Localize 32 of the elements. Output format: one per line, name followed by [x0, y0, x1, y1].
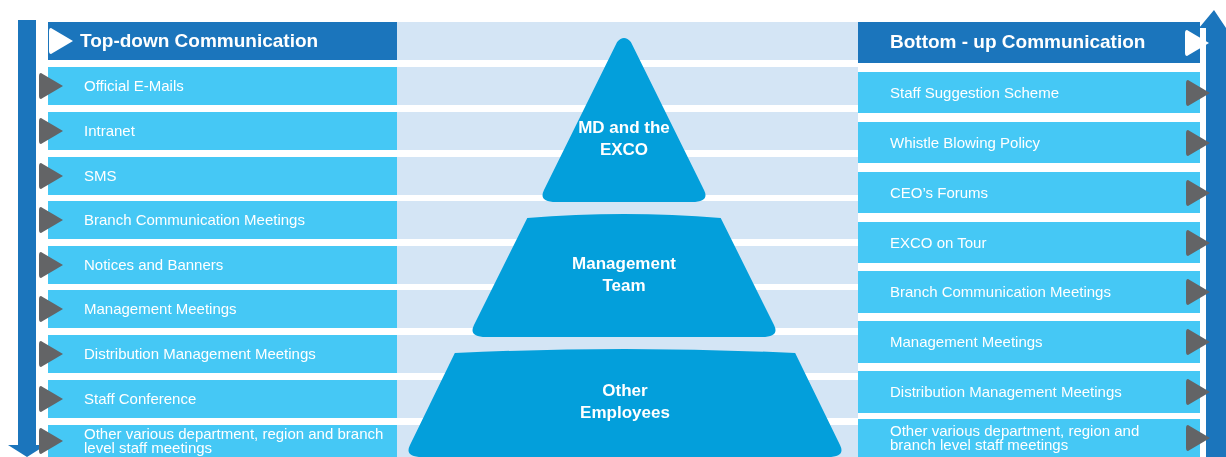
level-label: MD and the EXCO	[577, 117, 671, 161]
channel-label: Staff Suggestion Scheme	[890, 85, 1060, 100]
channel-label: Other various department, region and branch level staff meetings	[890, 424, 1141, 452]
header-band	[48, 22, 397, 60]
column-heading: Top-down Communication	[80, 28, 319, 53]
channel-bar	[858, 222, 1200, 263]
channel-label: CEO’s Forums	[890, 185, 990, 200]
channel-label: EXCO on Tour	[890, 235, 988, 250]
channel-bar	[858, 271, 1200, 313]
header-band	[858, 22, 1200, 63]
channel-label: SMS	[84, 169, 118, 183]
channel-label: Branch Communication Meetings	[84, 213, 306, 227]
level-label: Management Team	[572, 252, 676, 297]
channel-label: Intranet	[84, 124, 136, 138]
channel-bar	[858, 122, 1200, 163]
channel-bar	[858, 72, 1200, 113]
channel-label: Other various department, region and branch level staff meetings	[84, 427, 385, 455]
channel-label: Branch Communication Meetings	[890, 285, 1112, 299]
channel-label: Distribution Management Meetings	[890, 385, 1123, 399]
channel-bar	[858, 321, 1200, 363]
channel-label: Whistle Blowing Policy	[890, 135, 1042, 150]
column-heading: Bottom - up Communication	[890, 30, 1146, 55]
channel-label: Staff Conference	[84, 392, 198, 406]
channel-label: Distribution Management Meetings	[84, 347, 317, 361]
channel-label: Management Meetings	[890, 335, 1044, 349]
channel-bar	[858, 419, 1200, 457]
channel-bar	[858, 371, 1200, 413]
channel-label: Official E-Mails	[84, 79, 185, 93]
channel-label: Notices and Banners	[84, 258, 225, 272]
level-label: Other Employees	[579, 380, 671, 424]
channel-bar	[858, 172, 1200, 213]
channel-label: Management Meetings	[84, 302, 238, 316]
